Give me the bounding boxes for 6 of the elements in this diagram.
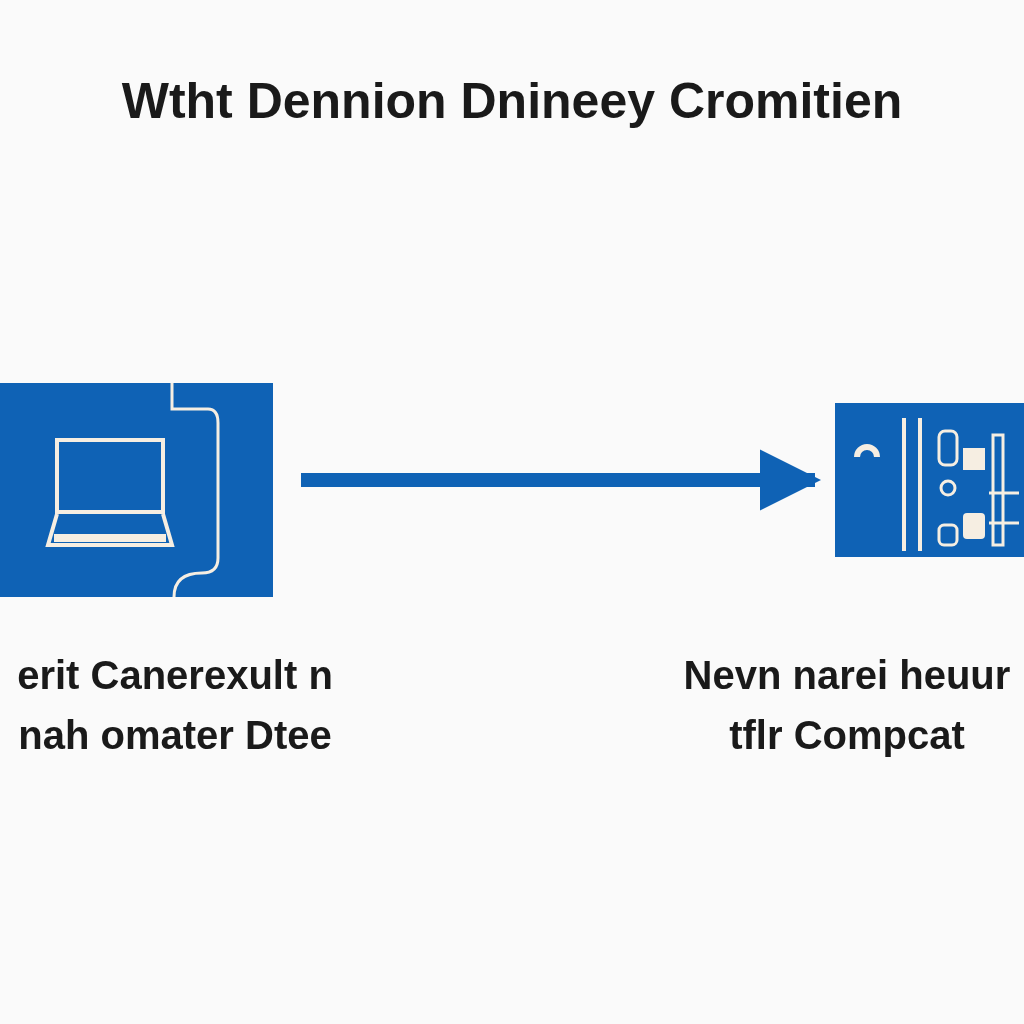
arrow: [301, 449, 822, 511]
caption-text: erit Canerexult n nah omater Dtee: [16, 652, 334, 759]
device-panel: [0, 383, 273, 597]
diagram-title: Wtht Dennion Dnineey Cromitien: [120, 72, 904, 130]
device-panel: [835, 403, 1024, 557]
caption-text: Nevn narei heuur tflr Compcat: [682, 652, 1012, 759]
